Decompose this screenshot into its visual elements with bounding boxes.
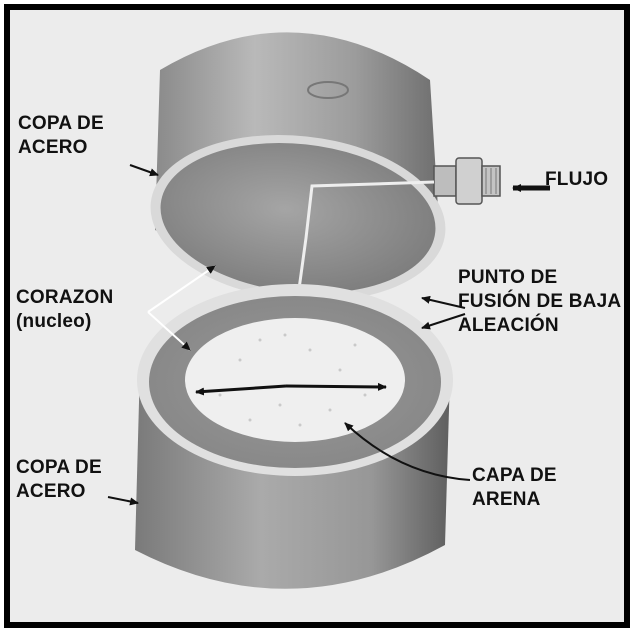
label-core: CORAZON(nucleo) (16, 286, 113, 334)
flow-fitting-icon (434, 158, 500, 204)
label-flow: FLUJO (545, 168, 608, 192)
sand-layer-core (185, 318, 405, 442)
